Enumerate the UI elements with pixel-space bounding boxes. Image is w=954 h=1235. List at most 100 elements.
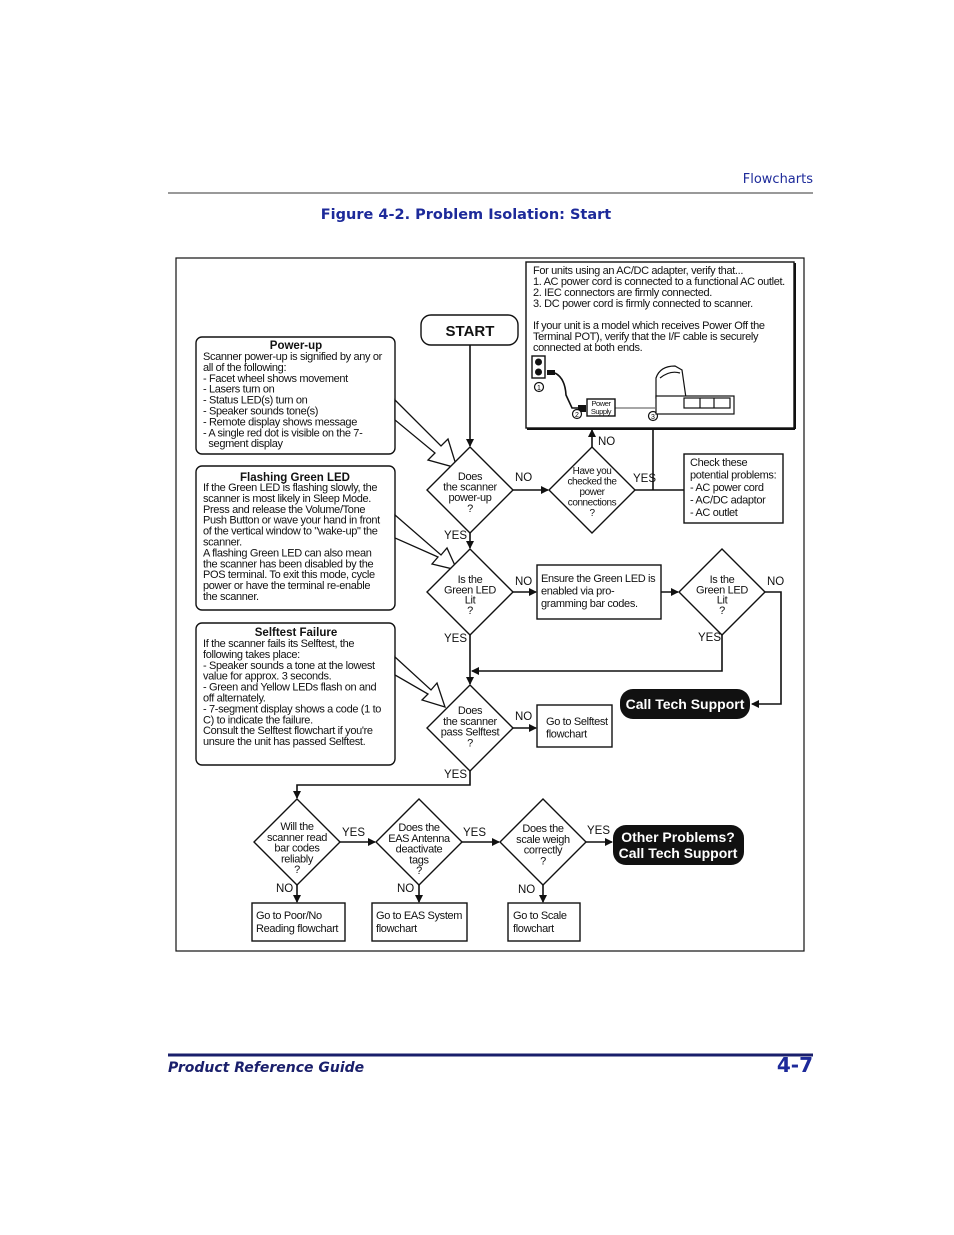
no-label: NO (767, 576, 784, 588)
text-line: Scanner power-up is signified by any or (203, 351, 383, 363)
svg-text:If the scanner fails its Selft: If the scanner fails its Selftest, thefo… (203, 638, 381, 748)
text-line: deactivate (396, 844, 443, 856)
yes-label: YES (342, 827, 365, 839)
text-line: scale weigh (516, 834, 570, 846)
text-line: pass Selftest (441, 727, 500, 739)
text-line: - Green and Yellow LEDs flash on and (203, 682, 377, 694)
text-line: ? (467, 503, 473, 515)
text-line: Does (458, 705, 483, 717)
text-line: - Facet wheel shows movement (203, 373, 348, 385)
text-line: all of the following: (203, 362, 286, 374)
text-line: flowchart (513, 923, 554, 935)
text-line: enabled via pro- (541, 586, 615, 598)
text-line: 3. DC power cord is firmly connected to … (533, 298, 753, 310)
text-line: Does the (522, 823, 563, 835)
callout-3: 3 (647, 410, 659, 422)
flashing-callout-arrow (394, 513, 459, 571)
text-line: Reading flowchart (256, 923, 338, 935)
text-line: of the vertical window to "wake-up" the (203, 526, 378, 538)
section-header: Flowcharts (743, 172, 813, 187)
text-line: off alternately. (203, 693, 266, 705)
text-line: If the scanner fails its Selftest, the (203, 638, 354, 650)
no-label: NO (518, 884, 535, 896)
text-line: gramming bar codes. (541, 598, 638, 610)
powerup-callout-arrow (394, 398, 458, 469)
no-label: NO (598, 436, 615, 448)
text-line: ? (294, 864, 300, 876)
text-line: reliably (281, 853, 314, 865)
callout-1: 1 (533, 381, 545, 393)
text-line: power-up (448, 492, 491, 504)
text-line: segment display (203, 438, 283, 450)
page-number: 4-7 (777, 1053, 813, 1077)
text-line: unsure the unit has passed Selftest. (203, 736, 366, 748)
yes-label: YES (633, 473, 656, 485)
yes-label: YES (587, 825, 610, 837)
text-line: Check these (690, 457, 748, 469)
text-line: EAS Antenna (388, 833, 451, 845)
text-line: A flashing Green LED can also mean (203, 547, 372, 559)
text-line: Go to Selftest (546, 716, 608, 728)
text-line: Ensure the Green LED is (541, 573, 656, 585)
text-line: Go to Scale (513, 910, 567, 922)
note-title: Flashing Green LED (240, 472, 350, 484)
text-line: bar codes (274, 843, 320, 855)
text-line: 1. AC power cord is connected to a funct… (533, 276, 785, 288)
ac-outlet-icon (531, 355, 555, 379)
connectors (293, 345, 782, 903)
text-line: Have you (573, 466, 612, 477)
note-title: Selftest Failure (255, 627, 337, 639)
text-line: checked the (568, 477, 618, 488)
other-problems-pill: Other Problems? Call Tech Support (613, 825, 744, 865)
text-line: scanner is most likely in Sleep Mode. (203, 493, 371, 505)
text-line: value for approx. 3 seconds. (203, 671, 332, 683)
text-line: - Lasers turn on (203, 384, 275, 396)
text-line: - Speaker sounds tone(s) (203, 406, 318, 418)
text-line: ? (467, 605, 473, 617)
text-line: - Speaker sounds a tone at the lowest (203, 660, 375, 672)
power-supply-label: Supply (591, 407, 612, 416)
text-line: connected at both ends. (533, 342, 643, 354)
svg-text:If the Green LED is flashing s: If the Green LED is flashing slowly, the… (203, 482, 380, 603)
no-label: NO (515, 472, 532, 484)
no-label: NO (515, 711, 532, 723)
yes-label: YES (698, 632, 721, 644)
text-line: - A single red dot is visible on the 7- (203, 427, 363, 439)
callout-2: 2 (571, 408, 583, 420)
text-line: flowchart (546, 729, 587, 741)
selftest-callout-arrow (394, 655, 447, 708)
scanner-icon (655, 365, 735, 415)
text-line: Consult the Selftest flowchart if you're (203, 725, 373, 737)
text-line: Green LED (444, 584, 496, 596)
text-line: flowchart (376, 923, 417, 935)
text-line: ? (589, 508, 595, 519)
svg-text:For units using an AC/DC adapt: For units using an AC/DC adapter, verify… (533, 265, 785, 310)
text-line: Press and release the Volume/Tone (203, 504, 365, 516)
call-tech-support-pill: Call Tech Support (620, 689, 750, 719)
text-line: power or have the terminal re-enable (203, 580, 370, 592)
text-line: Lit (717, 595, 728, 607)
figure-title: Figure 4-2. Problem Isolation: Start (321, 207, 612, 223)
text-line: For units using an AC/DC adapter, verify… (533, 265, 743, 277)
text-line: tags (409, 854, 429, 866)
text-line: connections (568, 498, 617, 509)
text-line: the scanner has been disabled by the (203, 558, 373, 570)
branch-labels: NO NO YES YES NO NO YES YES NO YES YES Y… (276, 436, 784, 896)
